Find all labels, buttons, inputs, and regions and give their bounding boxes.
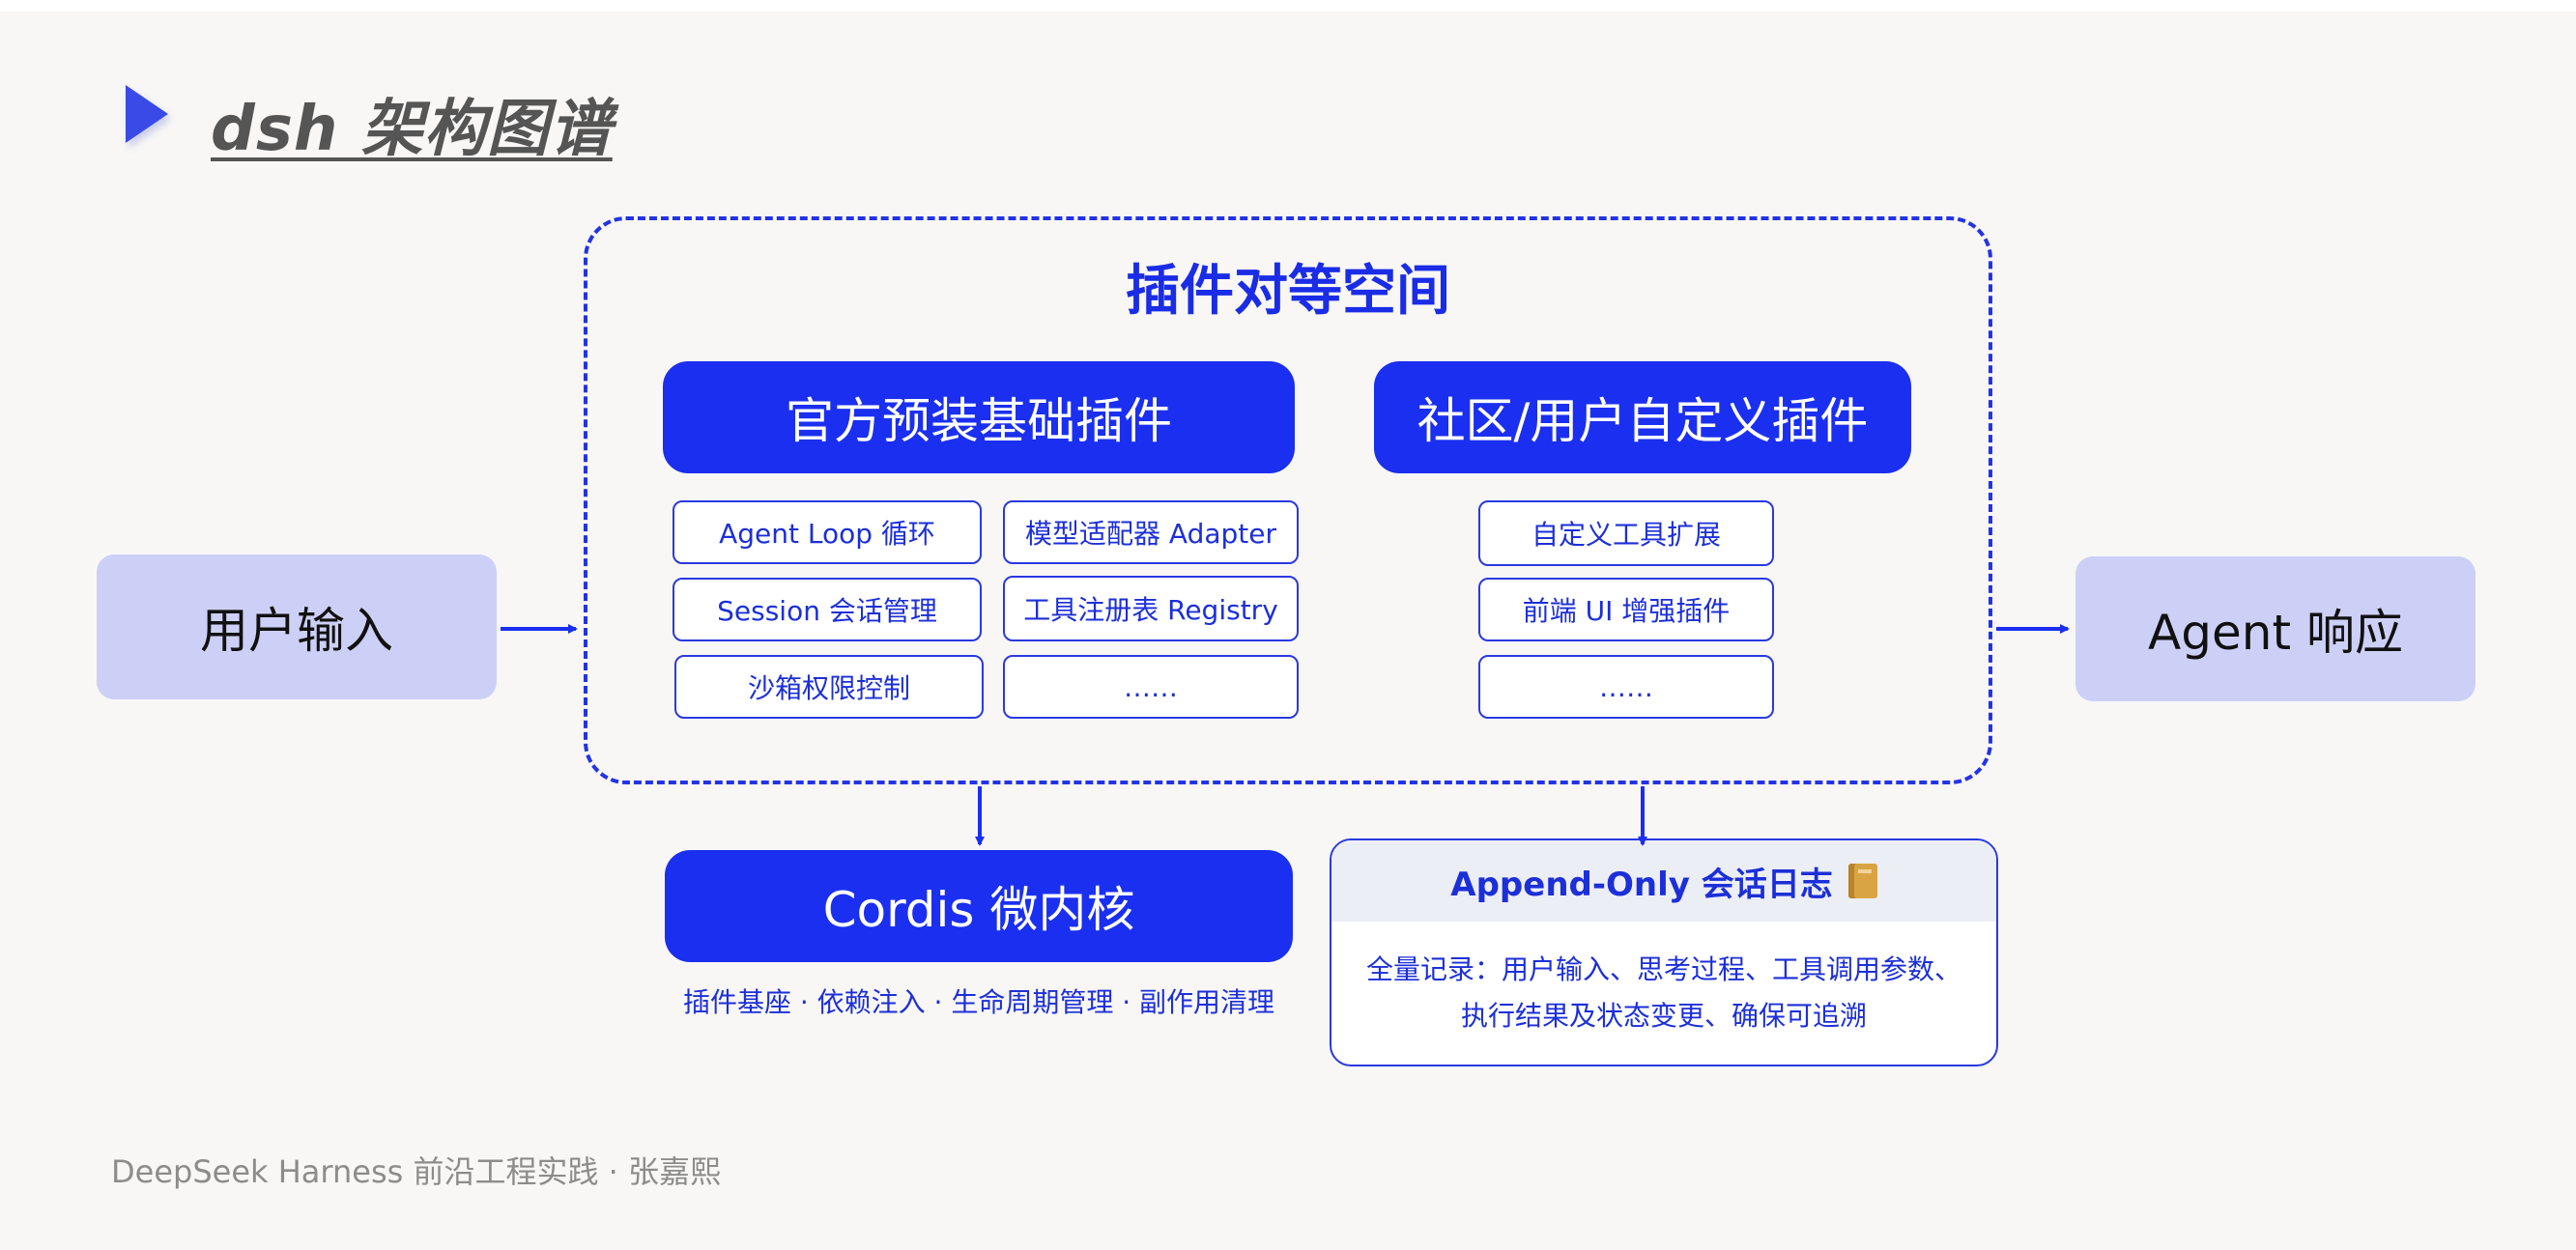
cordis-kernel-box: Cordis 微内核 — [665, 850, 1293, 962]
session-log-title: Append-Only 会话日志 — [1450, 865, 1833, 904]
official-plugins-header: 官方预装基础插件 — [663, 361, 1295, 473]
plugin-item-frontend-ui: 前端 UI 增强插件 — [1478, 578, 1774, 641]
plugin-peer-space — [584, 216, 1992, 784]
page-title: dsh 架构图谱 — [211, 94, 613, 165]
session-log-header: Append-Only 会话日志 — [1331, 840, 1996, 922]
session-log-line-1: 全量记录：用户输入、思考过程、工具调用参数、 — [1365, 953, 1961, 985]
plugin-item-sandbox: 沙箱权限控制 — [674, 655, 984, 719]
ledger-book-icon — [1847, 864, 1877, 898]
session-log-panel: Append-Only 会话日志 全量记录：用户输入、思考过程、工具调用参数、 … — [1330, 838, 1998, 1066]
plugin-item-model-adapter: 模型适配器 Adapter — [1003, 500, 1299, 564]
plugin-item-community-more: …… — [1478, 655, 1774, 719]
footer-credit: DeepSeek Harness 前沿工程实践 · 张嘉熙 — [111, 1153, 721, 1190]
plugin-item-custom-tools: 自定义工具扩展 — [1478, 500, 1774, 566]
plugin-item-agent-loop: Agent Loop 循环 — [673, 500, 982, 564]
plugin-item-session: Session 会话管理 — [673, 578, 982, 641]
user-input-box: 用户输入 — [97, 554, 497, 699]
play-arrow-icon — [126, 85, 168, 143]
kernel-caption: 插件基座 · 依赖注入 · 生命周期管理 · 副作用清理 — [682, 986, 1275, 1018]
peer-space-title: 插件对等空间 — [1126, 260, 1450, 323]
community-plugins-header: 社区/用户自定义插件 — [1374, 361, 1911, 473]
session-log-line-2: 执行结果及状态变更、确保可追溯 — [1460, 1000, 1867, 1032]
plugin-item-tool-registry: 工具注册表 Registry — [1003, 576, 1299, 641]
agent-response-box: Agent 响应 — [2075, 556, 2476, 701]
plugin-item-more: …… — [1003, 655, 1299, 719]
